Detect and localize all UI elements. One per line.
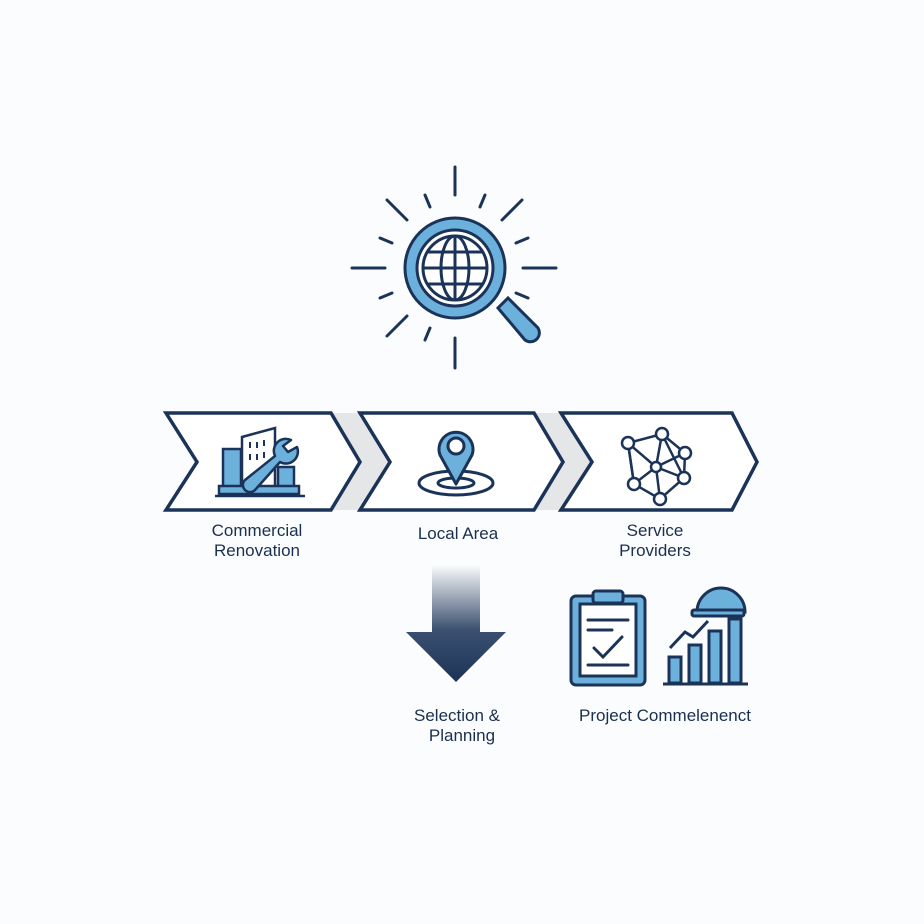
growth-chart-helmet-icon	[663, 586, 748, 686]
network-icon	[620, 426, 693, 507]
location-pin-icon	[417, 430, 495, 497]
step-3-label: Service Providers	[619, 521, 691, 561]
down-arrow-icon	[406, 565, 506, 682]
chevron-step-3	[557, 411, 759, 512]
outcome-1-line1: Selection &	[414, 706, 500, 725]
clipboard-icon	[569, 589, 647, 687]
step-1-line2: Renovation	[213, 541, 300, 560]
outcome-1-label: Selection & Planning	[414, 706, 500, 746]
outcome-2-label: Project Commelenenct	[579, 706, 751, 726]
step-3-line1: Service	[626, 521, 684, 540]
step-1-label: Commercial Renovation	[212, 521, 303, 561]
outcome-1-line2: Planning	[428, 726, 496, 745]
building-wrench-icon	[215, 426, 305, 498]
step-2-label: Local Area	[418, 524, 498, 544]
step-1-line1: Commercial	[211, 521, 303, 540]
step-2-line1: Local Area	[417, 524, 499, 543]
step-3-line2: Providers	[619, 541, 691, 560]
globe-search-icon	[350, 165, 558, 370]
outcome-2-line1: Project Commelenenct	[579, 706, 751, 725]
